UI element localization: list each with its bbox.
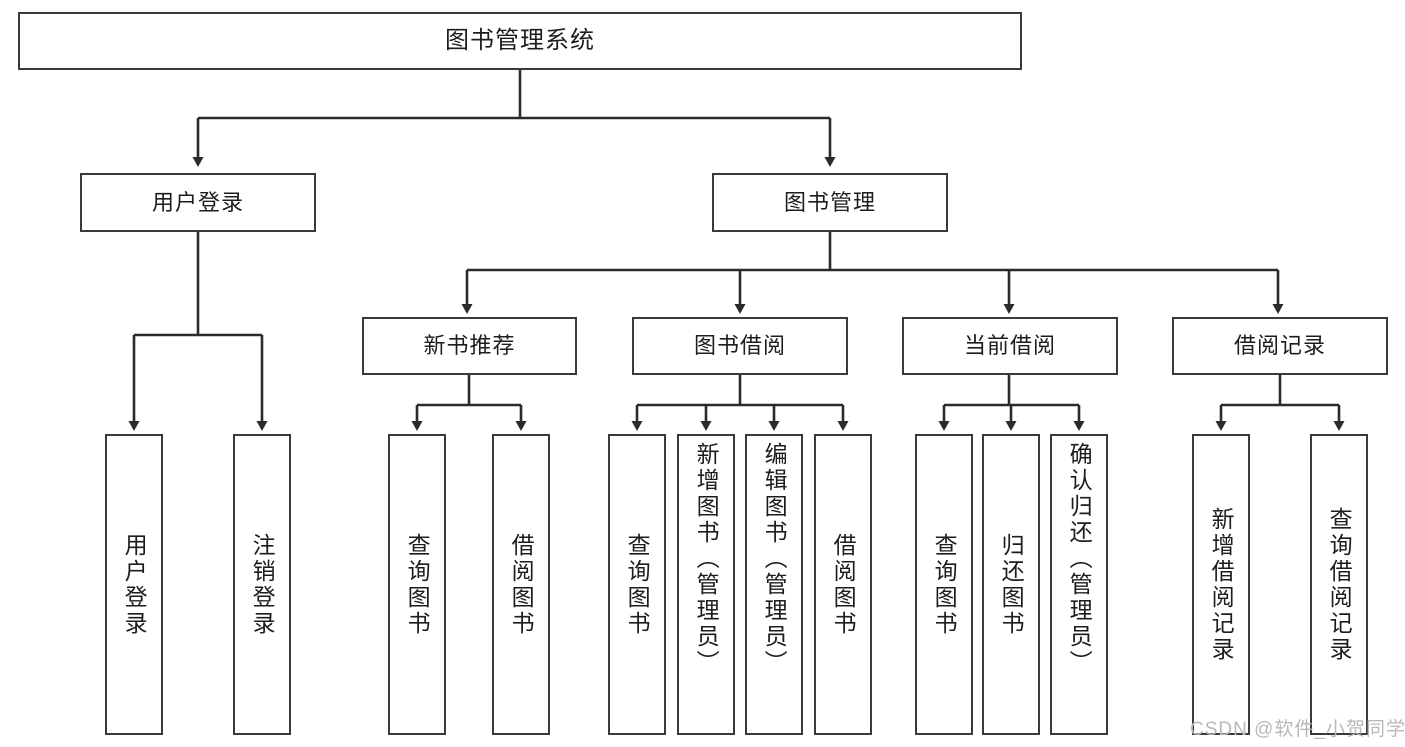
leaf-label: 查询图书 [404, 532, 431, 637]
node-book-borrow-label: 图书借阅 [693, 333, 786, 359]
node-borrow-record[interactable]: 借阅记录 [1172, 317, 1388, 375]
node-new-book-recommend-label: 新书推荐 [423, 333, 516, 359]
leaf-label: 确认归还（管理员） [1066, 442, 1093, 676]
leaf-label: 编辑图书（管理员） [761, 442, 788, 676]
node-current-borrow-label: 当前借阅 [963, 333, 1056, 359]
node-root-label: 图书管理系统 [445, 27, 595, 54]
csdn-watermark: CSDN @软件_小贺同学 [1190, 719, 1405, 740]
node-book-management[interactable]: 图书管理 [712, 173, 948, 232]
leaf-borrow-add-book-admin[interactable]: 新增图书（管理员） [677, 434, 735, 735]
leaf-label: 新增借阅记录 [1208, 506, 1235, 663]
leaf-new-book-query[interactable]: 查询图书 [388, 434, 446, 735]
node-book-management-label: 图书管理 [783, 189, 876, 215]
leaf-label: 注销登录 [249, 532, 276, 637]
leaf-label: 借阅图书 [508, 532, 535, 637]
node-new-book-recommend[interactable]: 新书推荐 [362, 317, 577, 375]
leaf-borrow-borrow-book[interactable]: 借阅图书 [814, 434, 872, 735]
leaf-borrow-edit-book-admin[interactable]: 编辑图书（管理员） [745, 434, 803, 735]
leaf-borrow-query-book[interactable]: 查询图书 [608, 434, 666, 735]
leaf-label: 查询图书 [931, 532, 958, 637]
leaf-record-add-record[interactable]: 新增借阅记录 [1192, 434, 1250, 735]
leaf-current-confirm-return-admin[interactable]: 确认归还（管理员） [1050, 434, 1108, 735]
node-borrow-record-label: 借阅记录 [1233, 333, 1326, 359]
leaf-label: 查询借阅记录 [1326, 506, 1353, 663]
node-root[interactable]: 图书管理系统 [18, 12, 1022, 70]
leaf-user-login-login[interactable]: 用户登录 [105, 434, 163, 735]
leaf-record-query-record[interactable]: 查询借阅记录 [1310, 434, 1368, 735]
node-user-login[interactable]: 用户登录 [80, 173, 316, 232]
leaf-label: 查询图书 [624, 532, 651, 637]
leaf-current-return-book[interactable]: 归还图书 [982, 434, 1040, 735]
leaf-label: 借阅图书 [830, 532, 857, 637]
leaf-label: 用户登录 [121, 532, 148, 637]
leaf-label: 新增图书（管理员） [693, 442, 720, 676]
node-user-login-label: 用户登录 [151, 189, 244, 215]
node-book-borrow[interactable]: 图书借阅 [632, 317, 848, 375]
leaf-user-login-logout[interactable]: 注销登录 [233, 434, 291, 735]
leaf-new-book-borrow[interactable]: 借阅图书 [492, 434, 550, 735]
leaf-current-query-book[interactable]: 查询图书 [915, 434, 973, 735]
node-current-borrow[interactable]: 当前借阅 [902, 317, 1118, 375]
leaf-label: 归还图书 [998, 532, 1025, 637]
